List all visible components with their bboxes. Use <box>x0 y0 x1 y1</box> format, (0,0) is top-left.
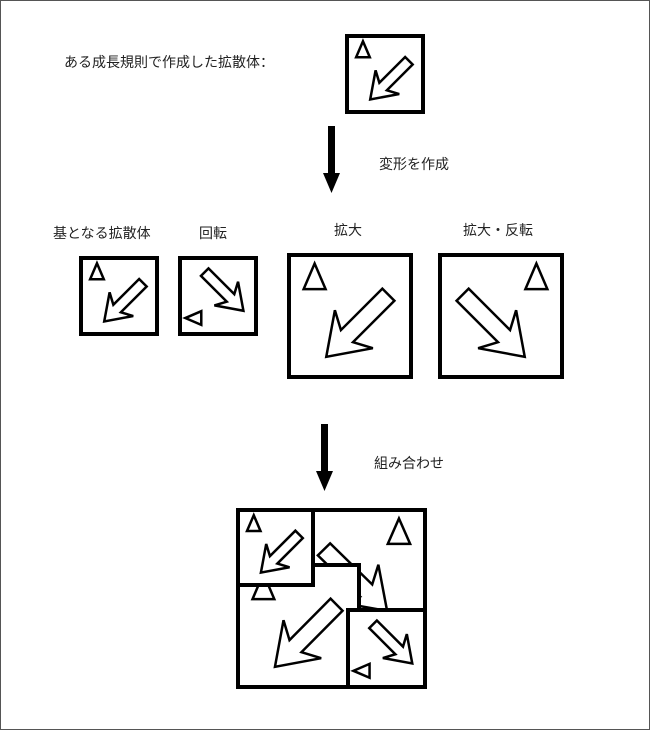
diffusion-tile-enlarged <box>289 255 411 377</box>
diffusion-tile-rotated <box>180 258 256 334</box>
combined-tile-base <box>236 508 315 587</box>
combined-tile-rotated <box>348 610 425 687</box>
diffusion-tile-enlarged-flipped <box>440 255 562 377</box>
step2-caption: 組み合わせ <box>374 456 444 472</box>
label-rotate: 回転 <box>199 226 227 242</box>
label-base: 基となる拡散体 <box>53 226 151 242</box>
diffusion-tile-base <box>79 256 159 336</box>
down-arrow-icon <box>323 126 340 193</box>
combined-diffusion <box>236 508 427 687</box>
top-caption: ある成長規則で作成した拡散体： <box>64 55 274 71</box>
step1-caption: 変形を作成 <box>379 157 449 173</box>
diffusion-tile-original <box>345 34 425 114</box>
label-enlarge-flip: 拡大・反転 <box>463 223 533 239</box>
down-arrow-icon <box>316 424 333 491</box>
label-enlarge: 拡大 <box>334 223 362 239</box>
